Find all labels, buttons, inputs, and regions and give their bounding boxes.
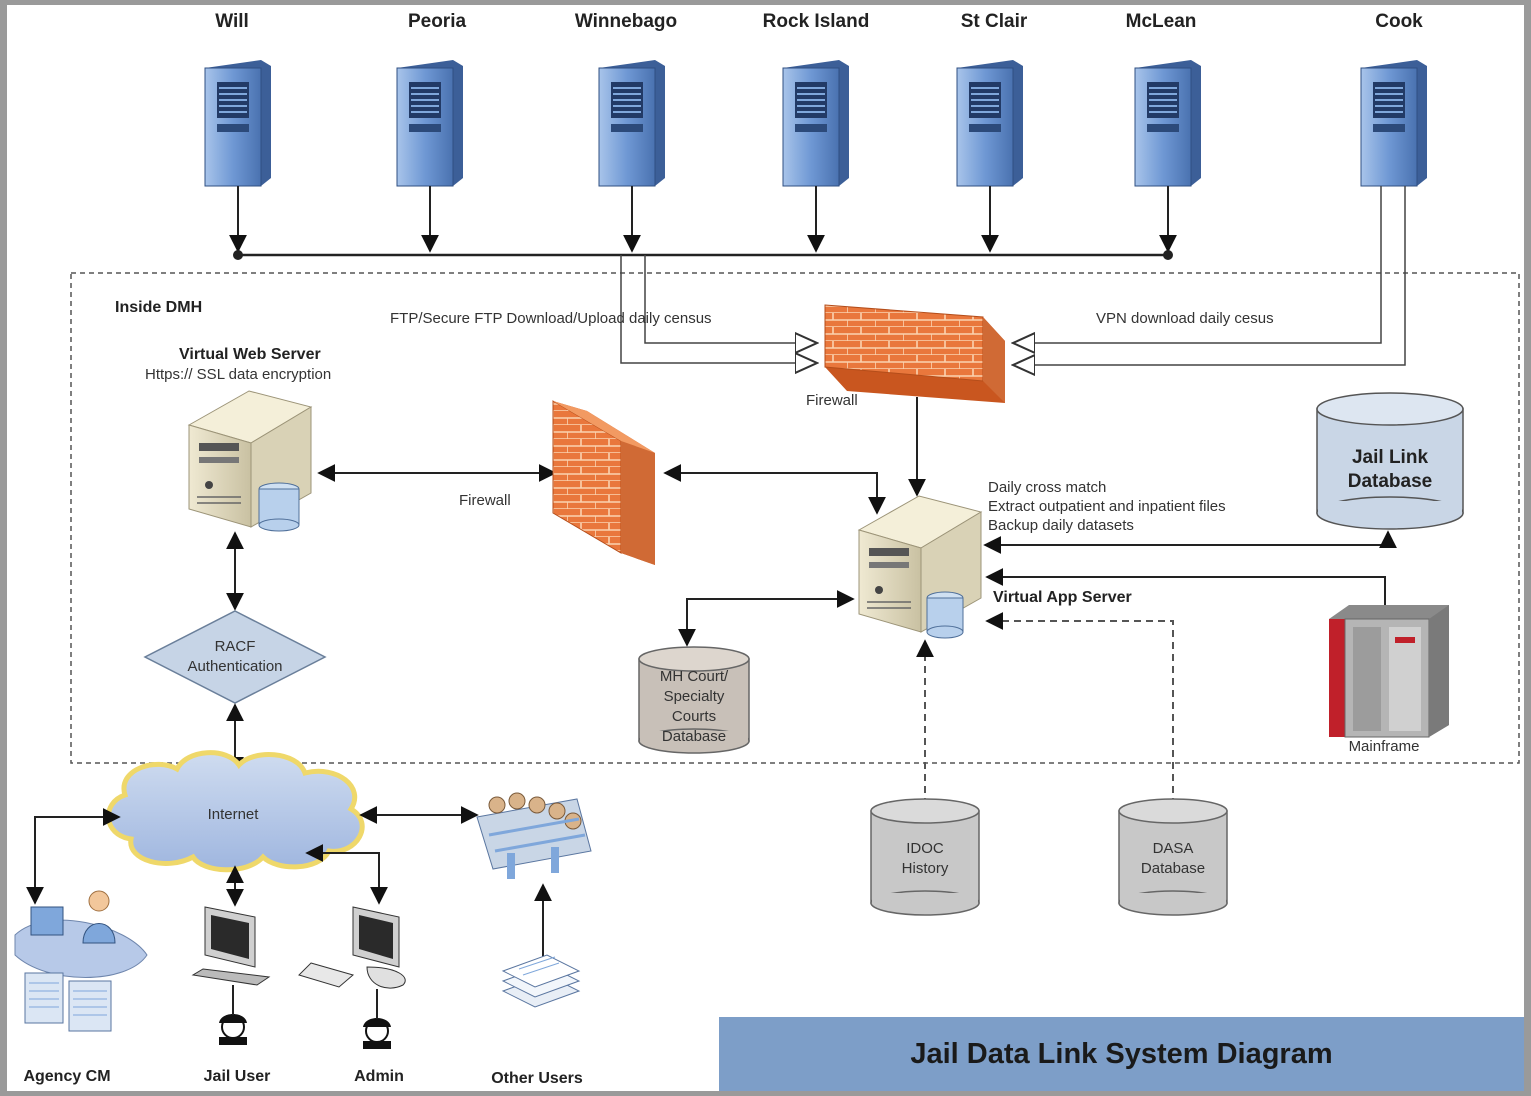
user-label-other-users: Other Users [491, 1070, 583, 1087]
mainframe-label: Mainframe [1349, 738, 1420, 755]
vpn-label: VPN download daily cesus [1096, 310, 1274, 327]
app-server-icon [857, 495, 983, 639]
mh-court-db-label-2: Specialty [664, 688, 725, 705]
app-to-jaillink-line [983, 530, 1397, 554]
app-server-label: Virtual App Server [993, 589, 1132, 606]
idoc-db-label-2: History [902, 860, 949, 877]
user-label-jail-user: Jail User [204, 1068, 271, 1085]
racf-diamond [143, 610, 327, 704]
system-diagram: Will Peoria Winnebago Rock Island St Cla… [14, 11, 1520, 1087]
mainframe-to-app-line [985, 568, 1386, 605]
other-users-docs-icon [501, 954, 581, 1008]
server-icon-cook [1360, 60, 1427, 187]
firewall-top-label: Firewall [806, 392, 858, 409]
county-label-will: Will [215, 11, 249, 32]
firewall-mid-label: Firewall [459, 492, 511, 509]
county-label-mclean: McLean [1126, 11, 1197, 32]
diagram-title: Jail Data Link System Diagram [910, 1037, 1333, 1070]
county-label-cook: Cook [1375, 11, 1423, 32]
county-labels: Will Peoria Winnebago Rock Island St Cla… [215, 11, 1423, 32]
dasa-db-label-1: DASA [1153, 840, 1194, 857]
ftp-label: FTP/Secure FTP Download/Upload daily cen… [390, 310, 712, 327]
web-server-subtitle: Https:// SSL data encryption [145, 366, 331, 383]
county-label-st-clair: St Clair [961, 11, 1028, 32]
app-task-1: Daily cross match [988, 479, 1106, 496]
boundary-label: Inside DMH [115, 299, 202, 316]
vpn-link [1013, 186, 1406, 365]
racf-label-2: Authentication [187, 658, 282, 675]
dasa-db-label-2: Database [1141, 860, 1205, 877]
web-server-title: Virtual Web Server [179, 346, 321, 363]
ftp-link [620, 255, 817, 363]
diagram-frame: Will Peoria Winnebago Rock Island St Cla… [7, 5, 1524, 1091]
racf-label-1: RACF [215, 638, 256, 655]
server-icon-rock-island [782, 60, 849, 187]
firewall-to-app-line-2 [663, 464, 886, 515]
server-icon-st-clair [956, 60, 1023, 187]
admin-pc-icon [298, 906, 406, 1049]
mainframe-icon [1329, 605, 1449, 738]
jail-link-db-label-1: Jail Link [1352, 447, 1428, 468]
idoc-db-label-1: IDOC [906, 840, 944, 857]
idoc-db-icon [870, 798, 980, 916]
firewall-icon-top [824, 304, 1005, 403]
county-connectors [229, 186, 1177, 260]
county-servers [204, 60, 1427, 187]
dmh-boundary [70, 272, 1520, 764]
dasa-db-icon [1118, 798, 1228, 916]
server-icon-mclean [1134, 60, 1201, 187]
mh-court-db-label-3: Courts [672, 708, 716, 725]
jail-link-db-icon [1316, 392, 1464, 530]
other-users-group-icon [476, 792, 592, 879]
county-label-winnebago: Winnebago [575, 11, 677, 32]
user-label-admin: Admin [354, 1068, 404, 1085]
web-server-icon [187, 390, 313, 532]
server-icon-winnebago [598, 60, 665, 187]
title-bar: Jail Data Link System Diagram [719, 1017, 1524, 1091]
agency-cm-icon [14, 890, 148, 1032]
app-task-2: Extract outpatient and inpatient files [988, 498, 1226, 515]
internet-label: Internet [208, 806, 260, 823]
county-label-peoria: Peoria [408, 11, 467, 32]
mh-court-db-label-1: MH Court/ [660, 668, 729, 685]
mh-court-db-icon [638, 646, 750, 754]
internet-cloud-icon [106, 750, 365, 873]
internet-user-connectors [26, 806, 552, 961]
server-icon-will [204, 60, 271, 187]
user-label-agency-cm: Agency CM [23, 1068, 110, 1085]
jail-link-db-label-2: Database [1348, 471, 1433, 492]
server-icon-peoria [396, 60, 463, 187]
county-label-rock-island: Rock Island [763, 11, 870, 32]
app-to-mhcourt-line [678, 590, 855, 647]
dasa-to-app-line [985, 612, 1174, 805]
jail-user-pc-icon [191, 906, 271, 1045]
app-task-3: Backup daily datasets [988, 517, 1134, 534]
mh-court-db-label-4: Database [662, 728, 726, 745]
firewall-icon-middle [552, 400, 655, 565]
